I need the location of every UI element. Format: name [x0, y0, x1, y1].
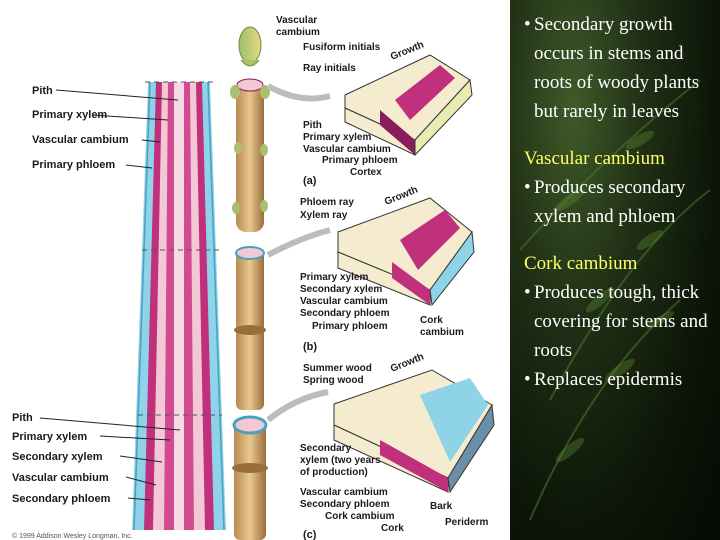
panel-b-label-vascular-cambium: Vascular cambium — [300, 296, 388, 307]
panel-c-label-bark: Bark — [430, 501, 453, 512]
left-label-vascular-cambium-bottom: Vascular cambium — [12, 472, 109, 484]
block-a — [344, 54, 473, 157]
stem-column — [132, 81, 226, 531]
notes-panel: • Secondary growth occurs in stems and r… — [510, 0, 720, 540]
stem-growth-diagram: Pith Primary xylem Vascular cambium Prim… — [12, 15, 495, 540]
panel-b-label-primary-xylem: Primary xylem — [300, 272, 368, 283]
panel-c-label-spring-wood: Spring wood — [303, 375, 364, 386]
panel-c-label-secondary-phloem: Secondary phloem — [300, 499, 390, 510]
panel-c-label-summer-wood: Summer wood — [303, 363, 372, 374]
block-b — [337, 197, 475, 307]
left-label-primary-xylem-top: Primary xylem — [32, 109, 107, 121]
heading-cork-cambium: Cork cambium — [524, 253, 638, 274]
left-label-vascular-cambium-top: Vascular cambium — [32, 134, 129, 146]
arrows — [266, 83, 331, 423]
panel-c-label-secondary-xylem-2: xylem (two years — [300, 455, 381, 466]
label-fusiform-initials: Fusiform initials — [303, 42, 381, 53]
panel-b-label-xylem-ray: Xylem ray — [300, 210, 348, 221]
intro-text: Secondary growth occurs in stems and roo… — [534, 14, 700, 122]
panel-c-label-cork-cambium: Cork cambium — [325, 511, 395, 522]
copyright: © 1999 Addison Wesley Longman, Inc. — [12, 532, 133, 540]
cork-bullet-2: • Replaces epidermis — [524, 365, 716, 394]
left-leaders — [39, 89, 181, 501]
bullet-dot: • — [524, 369, 531, 390]
cork-bullet-1: • Produces tough, thick covering for ste… — [524, 278, 716, 365]
bullet-dot: • — [524, 282, 531, 303]
label-vascular-cambium-2: cambium — [276, 27, 320, 38]
panel-b-tag: (b) — [303, 341, 317, 353]
panel-b-label-phloem-ray: Phloem ray — [300, 197, 354, 208]
panel-a-label-primary-phloem: Primary phloem — [322, 155, 398, 166]
panel-a-label-primary-xylem: Primary xylem — [303, 132, 371, 143]
vascular-bullet-text: Produces secondary xylem and phloem — [534, 177, 686, 227]
cork-bullet-1-text: Produces tough, thick covering for stems… — [534, 282, 708, 361]
panel-b-label-secondary-phloem: Secondary phloem — [300, 308, 390, 319]
diagram-svg: Pith Primary xylem Vascular cambium Prim… — [12, 15, 495, 540]
panel-b-label-cork-1: Cork — [420, 315, 443, 326]
panel-c-label-secondary-xylem-3: of production) — [300, 467, 368, 478]
panel-b-label-cork-2: cambium — [420, 327, 464, 338]
panel-b-label-secondary-xylem: Secondary xylem — [300, 284, 382, 295]
left-label-primary-xylem-bottom: Primary xylem — [12, 431, 87, 443]
panel-c-label-vascular-cambium: Vascular cambium — [300, 487, 388, 498]
left-label-primary-phloem-top: Primary phloem — [32, 159, 115, 171]
bullet-dot: • — [524, 177, 531, 198]
label-vascular-cambium-1: Vascular — [276, 15, 317, 26]
notes-text: • Secondary growth occurs in stems and r… — [524, 10, 716, 394]
left-label-pith-bottom: Pith — [12, 412, 33, 424]
panel-a-label-pith: Pith — [303, 120, 322, 131]
left-label-pith-top: Pith — [32, 85, 53, 97]
panel-a-label-vascular-cambium: Vascular cambium — [303, 144, 391, 155]
block-c — [333, 369, 495, 494]
label-growth-c: Growth — [389, 351, 426, 374]
panel-a-label-cortex: Cortex — [350, 167, 382, 178]
intro-bullet: • Secondary growth occurs in stems and r… — [524, 10, 716, 126]
woody-twig — [230, 26, 270, 540]
panel-c-label-cork: Cork — [381, 523, 404, 534]
left-label-secondary-xylem-bottom: Secondary xylem — [12, 451, 103, 463]
panel-c-label-periderm: Periderm — [445, 517, 488, 528]
panel-c-tag: (c) — [303, 529, 317, 540]
cork-bullet-2-text: Replaces epidermis — [534, 369, 683, 390]
fern-background — [519, 79, 711, 521]
heading-vascular-cambium: Vascular cambium — [524, 148, 665, 169]
vascular-bullet: • Produces secondary xylem and phloem — [524, 173, 716, 231]
panel-a-tag: (a) — [303, 175, 317, 187]
label-ray-initials: Ray initials — [303, 63, 356, 74]
panel-c-label-secondary-xylem-1: Secondary — [300, 443, 352, 454]
panel-b-label-primary-phloem: Primary phloem — [312, 321, 388, 332]
bullet-dot: • — [524, 14, 531, 35]
left-label-secondary-phloem-bottom: Secondary phloem — [12, 493, 111, 505]
